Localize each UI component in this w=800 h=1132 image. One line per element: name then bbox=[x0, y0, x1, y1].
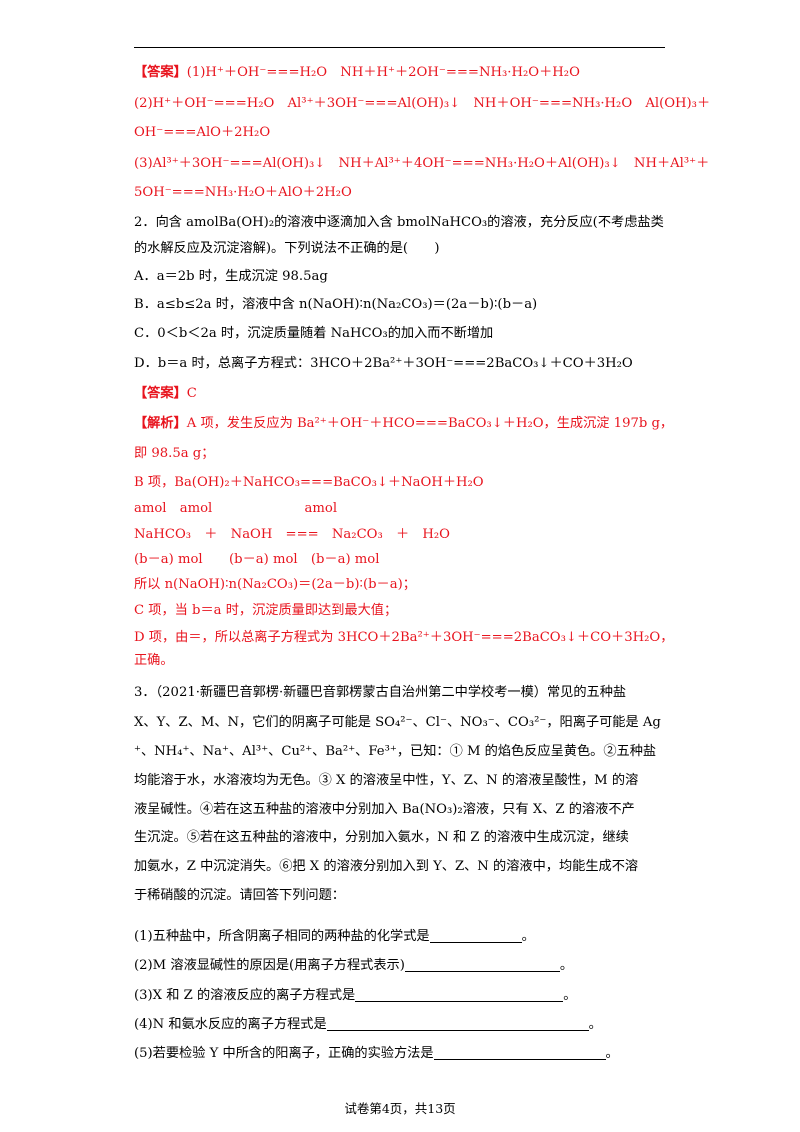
q3-stem-8: 于稀硝酸的沉淀。请回答下列问题： bbox=[134, 888, 345, 903]
q2-analysis-2: 即 98.5a g； bbox=[134, 446, 215, 461]
q2-answer-label: 【答案】 bbox=[134, 386, 187, 401]
q3-stem-7: 加氨水，Z 中沉淀消失。⑥把 X 的溶液分别加入到 Y、Z、N 的溶液中，均能生… bbox=[134, 859, 639, 874]
answer-line-1: 【答案】(1)H⁺＋OH⁻===H₂O NH＋H⁺＋2OH⁻===NH₃·H₂O… bbox=[134, 65, 580, 80]
q2-option-c: C．0＜b＜2a 时，沉淀质量随着 NaHCO₃的加入而不断增加 bbox=[134, 326, 494, 341]
answer-line-4: (3)Al³⁺＋3OH⁻===Al(OH)₃↓ NH＋Al³⁺＋4OH⁻===N… bbox=[134, 156, 710, 171]
page-footer: 试卷第4页，共13页 bbox=[344, 1101, 456, 1116]
answer-label: 【答案】 bbox=[134, 65, 187, 80]
q3-stem-4: 均能溶于水，水溶液均为无色。③ X 的溶液呈中性，Y、Z、N 的溶液呈酸性，M … bbox=[134, 773, 639, 788]
q2-analysis-4: amol amol amol bbox=[134, 501, 338, 516]
q3-stem-5: 液呈碱性。④若在这五种盐的溶液中分别加入 Ba(NO₃)₂溶液，只有 X、Z 的… bbox=[134, 802, 635, 817]
q3-sub-3: (3)X 和 Z 的溶液反应的离子方程式是。 bbox=[134, 987, 577, 1003]
q2-analysis-5: NaHCO₃ ＋ NaOH === Na₂CO₃ ＋ H₂O bbox=[134, 527, 450, 542]
q2-analysis-7: 所以 n(NaOH)∶n(Na₂CO₃)＝(2a－b)∶(b－a)； bbox=[134, 577, 416, 592]
q2-answer: 【答案】C bbox=[134, 385, 197, 403]
answer-blank-4[interactable] bbox=[326, 1016, 589, 1031]
q3-sub-4: (4)N 和氨水反应的离子方程式是。 bbox=[134, 1016, 602, 1032]
answer-blank-1[interactable] bbox=[429, 928, 522, 943]
q2-analysis-8: C 项，当 b＝a 时，沉淀质量即达到最大值； bbox=[134, 603, 398, 618]
answer-blank-2[interactable] bbox=[404, 957, 560, 972]
q3-stem-6: 生沉淀。⑤若在这五种盐的溶液中，分别加入氨水，N 和 Z 的溶液中生成沉淀，继续 bbox=[134, 830, 629, 845]
q2-analysis-10: 正确。 bbox=[134, 653, 174, 668]
q2-analysis-9: D 项，由＝，所以总离子方程式为 3HCO＋2Ba²⁺＋3OH⁻===2BaCO… bbox=[134, 630, 674, 645]
q2-analysis-label: 【解析】 bbox=[134, 416, 187, 431]
answer-blank-3[interactable] bbox=[355, 987, 564, 1002]
header-rule bbox=[134, 47, 665, 48]
q3-stem-2: X、Y、Z、M、N，它们的阴离子可能是 SO₄²⁻、Cl⁻、NO₃⁻、CO₃²⁻… bbox=[134, 715, 661, 730]
q2-option-d: D．b＝a 时，总离子方程式：3HCO＋2Ba²⁺＋3OH⁻===2BaCO₃↓… bbox=[134, 356, 633, 371]
q3-sub-1: (1)五种盐中，所含阴离子相同的两种盐的化学式是。 bbox=[134, 928, 535, 944]
q2-stem-2: 的水解反应及沉淀溶解)。下列说法不正确的是( ) bbox=[134, 241, 440, 256]
q3-stem-1: 3．（2021·新疆巴音郭楞·新疆巴音郭楞蒙古自治州第二中学校考一模）常见的五种… bbox=[134, 685, 627, 700]
q2-option-b: B．a≤b≤2a 时，溶液中含 n(NaOH)∶n(Na₂CO₃)＝(2a－b)… bbox=[134, 297, 538, 312]
q2-answer-value: C bbox=[186, 386, 197, 401]
answer-line-2: (2)H⁺＋OH⁻===H₂O Al³⁺＋3OH⁻===Al(OH)₃↓ NH＋… bbox=[134, 96, 711, 111]
q2-analysis-3: B 项，Ba(OH)₂＋NaHCO₃===BaCO₃↓＋NaOH＋H₂O bbox=[134, 475, 484, 490]
q2-analysis-1: 【解析】A 项，发生反应为 Ba²⁺＋OH⁻＋HCO===BaCO₃↓＋H₂O，… bbox=[134, 416, 674, 431]
answer-line-5: 5OH⁻===NH₃·H₂O＋AlO＋2H₂O bbox=[134, 185, 352, 200]
q2-analysis-6: (b－a) mol (b－a) mol (b－a) mol bbox=[134, 552, 380, 567]
q3-stem-3: ⁺、NH₄⁺、Na⁺、Al³⁺、Cu²⁺、Ba²⁺、Fe³⁺，已知：① M 的焰… bbox=[134, 744, 657, 759]
answer-line-3: OH⁻===AlO＋2H₂O bbox=[134, 125, 271, 140]
q3-sub-5: (5)若要检验 Y 中所含的阳离子，正确的实验方法是。 bbox=[134, 1045, 619, 1061]
q2-stem-1: 2．向含 amolBa(OH)₂的溶液中逐滴加入含 bmolNaHCO₃的溶液，… bbox=[134, 215, 664, 230]
q3-sub-2: (2)M 溶液显碱性的原因是(用离子方程式表示)。 bbox=[134, 957, 574, 973]
q2-option-a: A．a＝2b 时，生成沉淀 98.5ag bbox=[134, 269, 328, 284]
answer-blank-5[interactable] bbox=[433, 1045, 606, 1060]
